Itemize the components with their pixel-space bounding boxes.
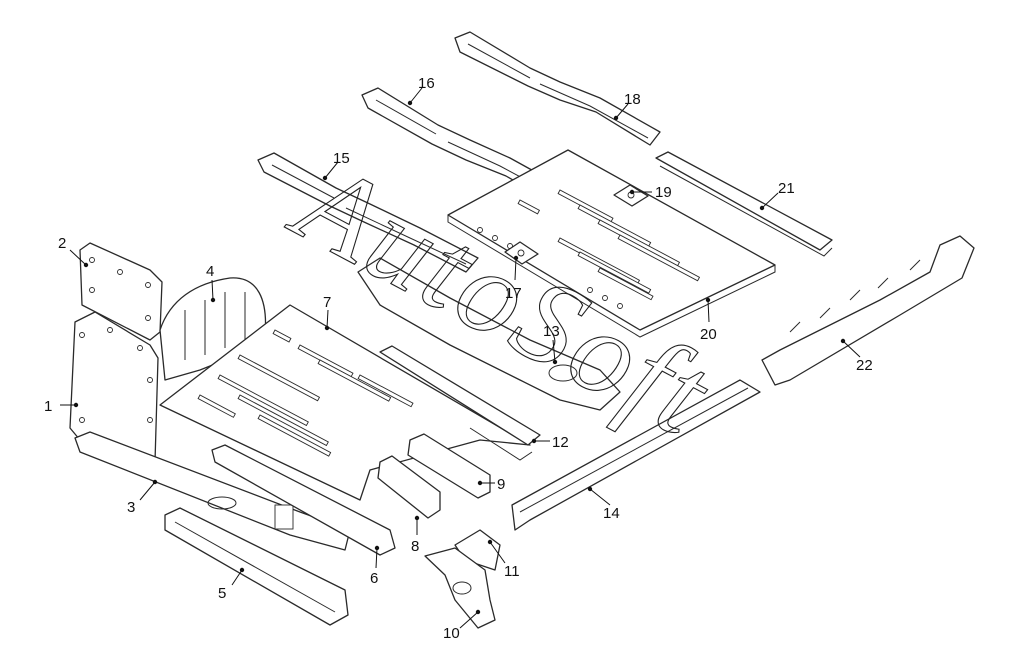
part-21-side-rail <box>655 151 833 257</box>
part-14-rail <box>511 379 761 531</box>
callout-15: 15 <box>333 150 350 167</box>
part-3-cross-member <box>74 431 351 551</box>
callout-9: 9 <box>497 476 505 493</box>
callout-20: 20 <box>700 326 717 343</box>
part-18-rail <box>454 31 661 146</box>
callout-14: 14 <box>603 505 620 522</box>
callout-3: 3 <box>127 499 135 516</box>
leader-lines <box>60 87 861 629</box>
part-22-side-member <box>761 235 975 386</box>
callout-8: 8 <box>411 538 419 555</box>
part-10-mount <box>424 547 496 629</box>
callout-11: 11 <box>504 563 520 580</box>
callout-13: 13 <box>543 323 560 340</box>
part-13-cross-member <box>357 257 621 411</box>
part-2-plate <box>79 242 163 341</box>
callout-17: 17 <box>505 285 522 302</box>
callout-18: 18 <box>624 91 641 108</box>
part-15-rail <box>257 152 479 273</box>
callout-19: 19 <box>655 184 672 201</box>
callout-22: 22 <box>856 357 873 374</box>
callout-12: 12 <box>552 434 569 451</box>
part-12-rail <box>379 345 541 461</box>
callout-2: 2 <box>58 235 66 252</box>
callout-labels: 1 2 3 4 5 6 7 8 9 10 11 12 13 14 15 16 1… <box>44 75 873 642</box>
callout-5: 5 <box>218 585 226 602</box>
callout-7: 7 <box>323 294 331 311</box>
part-8-rail <box>377 455 441 519</box>
callout-10: 10 <box>443 625 460 642</box>
callout-21: 21 <box>778 180 795 197</box>
callout-4: 4 <box>206 263 214 280</box>
part-9-rail <box>407 433 491 499</box>
callout-1: 1 <box>44 398 52 415</box>
callout-6: 6 <box>370 570 378 587</box>
part-6-rail <box>211 444 396 556</box>
callout-16: 16 <box>418 75 435 92</box>
part-5-rail <box>164 507 349 626</box>
part-20-floor-panel <box>447 149 776 338</box>
